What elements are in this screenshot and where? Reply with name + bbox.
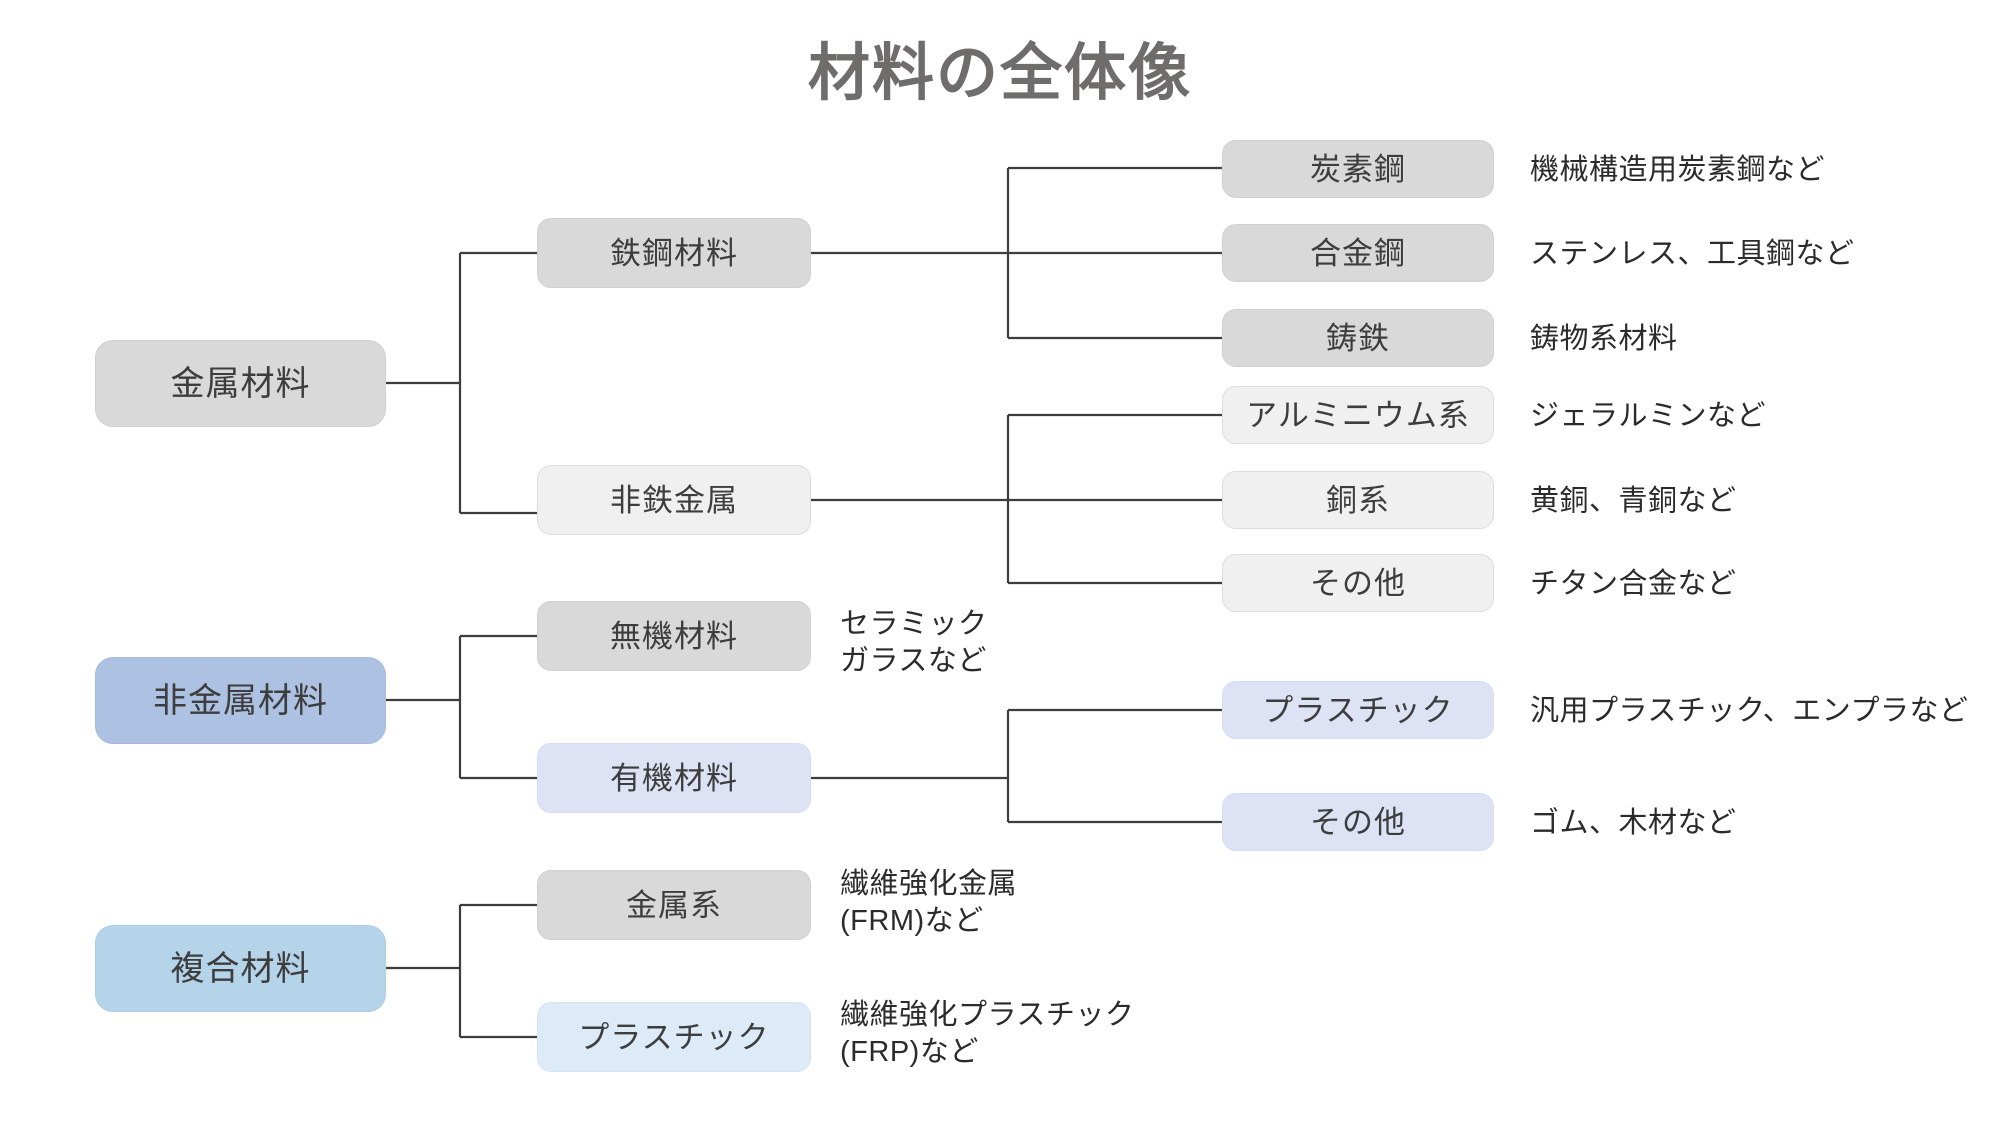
- leaf-node-other-organic-label: その他: [1310, 804, 1406, 840]
- root-node-nonmetal-label: 非金属材料: [153, 681, 328, 720]
- leaf-node-other-organic[interactable]: その他: [1222, 793, 1494, 851]
- root-node-nonmetal[interactable]: 非金属材料: [95, 657, 386, 744]
- leaf-desc-cast-iron: 鋳物系材料: [1530, 323, 1678, 355]
- leaf-node-carbon-steel[interactable]: 炭素鋼: [1222, 140, 1494, 198]
- branch-node-plastic-based-label: プラスチック: [578, 1019, 770, 1055]
- leaf-node-other-nonferrous-label: その他: [1310, 565, 1406, 601]
- leaf-node-plastic-label: プラスチック: [1262, 692, 1454, 728]
- branch-desc-plastic-based: 繊維強化プラスチック (FRP)など: [840, 999, 1135, 1069]
- branch-node-nonferrous[interactable]: 非鉄金属: [537, 465, 811, 535]
- branch-node-organic[interactable]: 有機材料: [537, 743, 811, 813]
- branch-node-organic-label: 有機材料: [610, 760, 738, 796]
- leaf-node-alloy-steel-label: 合金鋼: [1310, 235, 1406, 271]
- leaf-desc-other-nonferrous: チタン合金など: [1530, 568, 1737, 600]
- leaf-desc-copper: 黄銅、青銅など: [1530, 485, 1737, 517]
- leaf-node-carbon-steel-label: 炭素鋼: [1310, 151, 1406, 187]
- leaf-node-plastic[interactable]: プラスチック: [1222, 681, 1494, 739]
- branch-node-inorganic-label: 無機材料: [610, 618, 738, 654]
- branch-node-nonferrous-label: 非鉄金属: [610, 482, 738, 518]
- leaf-node-copper[interactable]: 銅系: [1222, 471, 1494, 529]
- leaf-node-aluminium-label: アルミニウム系: [1246, 397, 1470, 433]
- leaf-node-cast-iron[interactable]: 鋳鉄: [1222, 309, 1494, 367]
- leaf-node-copper-label: 銅系: [1326, 482, 1390, 518]
- root-node-composite[interactable]: 複合材料: [95, 925, 386, 1012]
- page-title: 材料の全体像: [807, 39, 1192, 108]
- leaf-desc-carbon-steel: 機械構造用炭素鋼など: [1530, 154, 1826, 186]
- branch-node-metal-based[interactable]: 金属系: [537, 870, 811, 940]
- leaf-node-alloy-steel[interactable]: 合金鋼: [1222, 224, 1494, 282]
- root-node-composite-label: 複合材料: [170, 949, 311, 988]
- leaf-node-other-nonferrous[interactable]: その他: [1222, 554, 1494, 612]
- leaf-desc-alloy-steel: ステンレス、工具鋼など: [1530, 238, 1855, 270]
- branch-node-ferrous[interactable]: 鉄鋼材料: [537, 218, 811, 288]
- leaf-node-cast-iron-label: 鋳鉄: [1326, 320, 1390, 356]
- branch-node-metal-based-label: 金属系: [626, 887, 722, 923]
- leaf-node-aluminium[interactable]: アルミニウム系: [1222, 386, 1494, 444]
- branch-node-plastic-based[interactable]: プラスチック: [537, 1002, 811, 1072]
- branch-desc-metal-based: 繊維強化金属 (FRM)など: [840, 868, 1018, 938]
- branch-desc-inorganic: セラミック ガラスなど: [840, 608, 988, 678]
- branch-node-ferrous-label: 鉄鋼材料: [610, 235, 738, 271]
- leaf-desc-plastic: 汎用プラスチック、エンプラなど: [1530, 695, 1969, 727]
- root-node-metal[interactable]: 金属材料: [95, 340, 386, 427]
- root-node-metal-label: 金属材料: [170, 364, 311, 403]
- branch-node-inorganic[interactable]: 無機材料: [537, 601, 811, 671]
- leaf-desc-other-organic: ゴム、木材など: [1530, 807, 1737, 839]
- leaf-desc-aluminium: ジェラルミンなど: [1530, 400, 1767, 432]
